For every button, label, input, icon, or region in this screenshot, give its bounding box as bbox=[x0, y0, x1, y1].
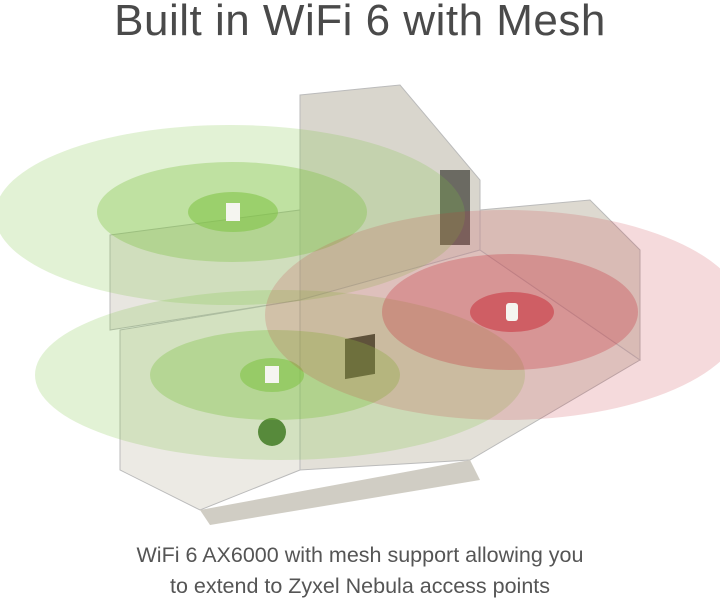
caption-line-1: WiFi 6 AX6000 with mesh support allowing… bbox=[136, 543, 584, 567]
wifi-coverage-green-lower bbox=[35, 290, 525, 460]
caption-line-2: to extend to Zyxel Nebula access points bbox=[169, 574, 551, 598]
house-wifi-illustration bbox=[0, 84, 720, 525]
wifi-coverage-red bbox=[265, 210, 720, 420]
wifi-coverage-green-upper bbox=[0, 125, 465, 305]
page-title: Built in WiFi 6 with Mesh bbox=[114, 0, 606, 45]
router-icon bbox=[506, 303, 518, 321]
access-point-icon bbox=[226, 203, 240, 221]
access-point-icon bbox=[265, 366, 279, 383]
caption: WiFi 6 AX6000 with mesh support allowing… bbox=[0, 540, 720, 602]
house-structure bbox=[109, 84, 641, 525]
